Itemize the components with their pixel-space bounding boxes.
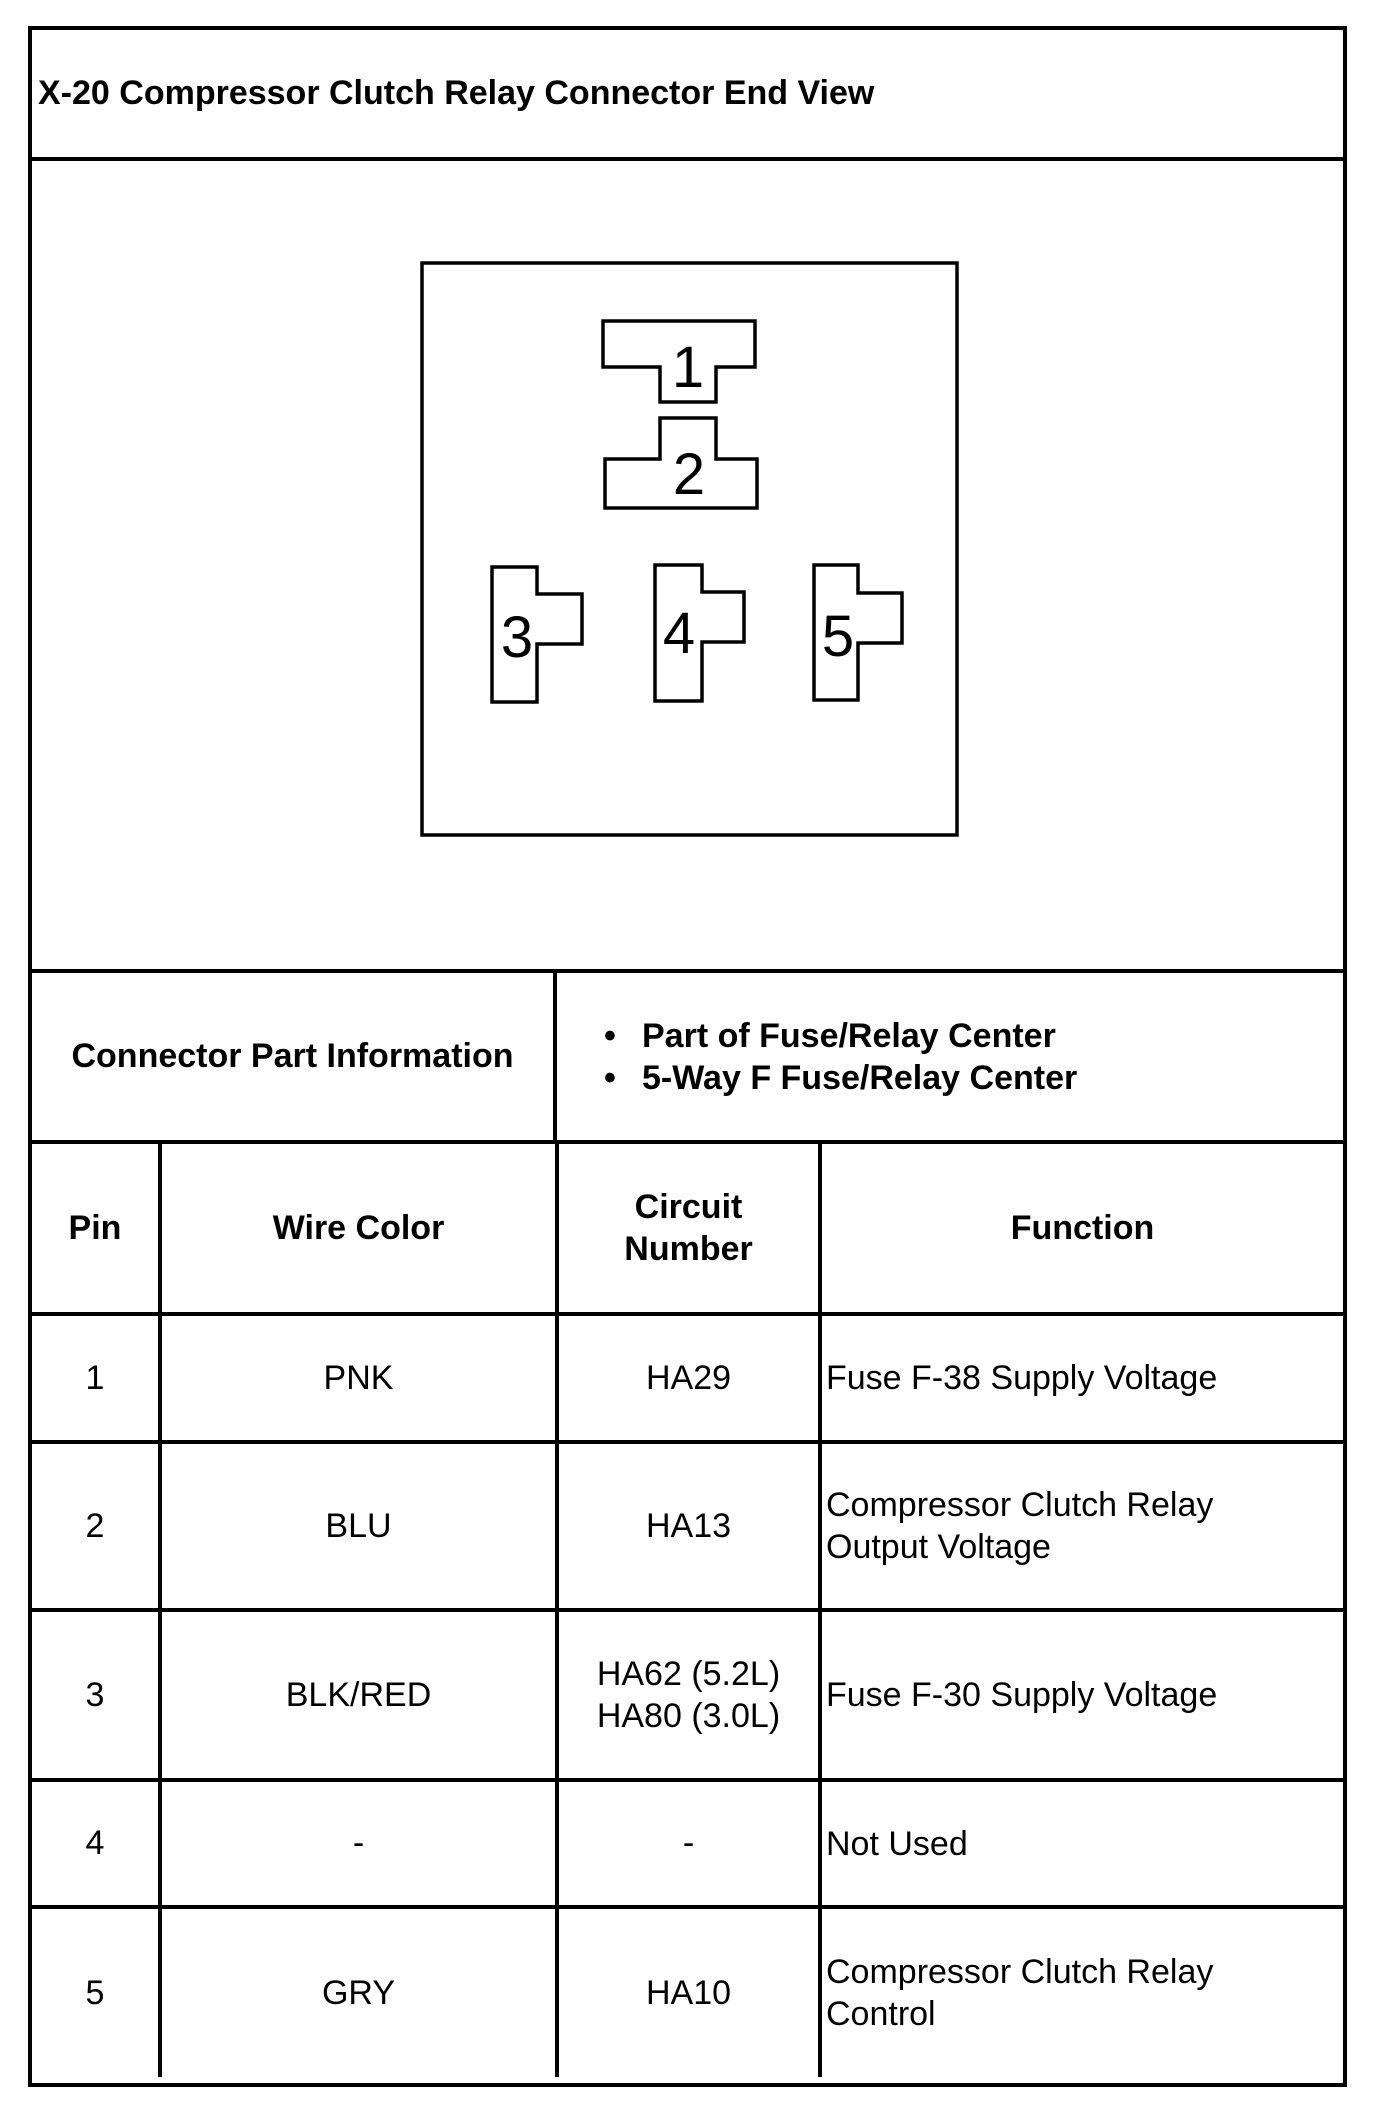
cell-function-line: Compressor Clutch Relay xyxy=(826,1953,1214,1991)
cell-function: Fuse F-30 Supply Voltage xyxy=(818,1608,1343,1782)
pin-4-label: 4 xyxy=(663,601,695,666)
connector-part-information-list: Part of Fuse/Relay Center 5-Way F Fuse/R… xyxy=(557,973,1343,1140)
pin-1-label: 1 xyxy=(672,335,704,400)
cell-function: Not Used xyxy=(818,1778,1343,1909)
cell-circuit: HA10 xyxy=(555,1905,822,2077)
cell-wire-color: PNK xyxy=(158,1312,559,1444)
connector-part-information-row: Connector Part Information Part of Fuse/… xyxy=(32,973,1343,1144)
header-pin: Pin xyxy=(32,1144,162,1316)
title-row: X-20 Compressor Clutch Relay Connector E… xyxy=(32,30,1343,161)
header-circuit-number: Circuit Number xyxy=(555,1144,822,1316)
cell-circuit: HA13 xyxy=(555,1440,822,1612)
connector-housing xyxy=(420,261,959,837)
connector-sheet: X-20 Compressor Clutch Relay Connector E… xyxy=(28,26,1347,2087)
cell-function-line: Control xyxy=(826,1995,936,2033)
cell-circuit: HA29 xyxy=(555,1312,822,1444)
table-row: 3 BLK/RED HA62 (5.2L) HA80 (3.0L) Fuse F… xyxy=(32,1608,1343,1782)
pin-table-header: Pin Wire Color Circuit Number Function xyxy=(32,1144,1343,1316)
cell-circuit: HA62 (5.2L) HA80 (3.0L) xyxy=(555,1608,822,1782)
pin-table: Pin Wire Color Circuit Number Function 1… xyxy=(32,1144,1343,2077)
header-circuit-line-2: Number xyxy=(624,1230,753,1268)
cell-wire-color: BLK/RED xyxy=(158,1608,559,1782)
header-circuit-line-1: Circuit xyxy=(634,1188,743,1226)
table-row: 5 GRY HA10 Compressor Clutch Relay Contr… xyxy=(32,1905,1343,2077)
pin-1-terminal xyxy=(601,319,757,404)
pin-2-label: 2 xyxy=(673,442,705,507)
cell-pin: 4 xyxy=(32,1778,162,1909)
cell-circuit-line: HA80 (3.0L) xyxy=(596,1697,781,1735)
cell-pin: 3 xyxy=(32,1608,162,1782)
cell-circuit: - xyxy=(555,1778,822,1909)
header-function: Function xyxy=(818,1144,1343,1316)
header-wire-color: Wire Color xyxy=(158,1144,559,1316)
part-info-item: 5-Way F Fuse/Relay Center xyxy=(604,1057,1343,1099)
cell-pin: 2 xyxy=(32,1440,162,1612)
page-title: X-20 Compressor Clutch Relay Connector E… xyxy=(38,74,875,112)
cell-function-line: Compressor Clutch Relay xyxy=(826,1486,1214,1524)
cell-function: Compressor Clutch Relay Control xyxy=(818,1905,1343,2077)
cell-function: Compressor Clutch Relay Output Voltage xyxy=(818,1440,1343,1612)
cell-wire-color: GRY xyxy=(158,1905,559,2077)
cell-function-line: Output Voltage xyxy=(826,1528,1051,1566)
cell-wire-color: - xyxy=(158,1778,559,1909)
cell-function: Fuse F-38 Supply Voltage xyxy=(818,1312,1343,1444)
cell-circuit-line: HA62 (5.2L) xyxy=(596,1655,781,1693)
part-info-item: Part of Fuse/Relay Center xyxy=(604,1015,1343,1057)
connector-part-information-label: Connector Part Information xyxy=(32,973,557,1140)
cell-pin: 1 xyxy=(32,1312,162,1444)
table-row: 1 PNK HA29 Fuse F-38 Supply Voltage xyxy=(32,1312,1343,1444)
pin-3-terminal xyxy=(490,565,584,704)
pin-3-label: 3 xyxy=(501,605,533,670)
pin-2-terminal xyxy=(603,416,759,510)
pin-5-terminal xyxy=(812,563,904,702)
table-row: 4 - - Not Used xyxy=(32,1778,1343,1909)
cell-pin: 5 xyxy=(32,1905,162,2077)
connector-diagram-area: 1 2 3 4 5 xyxy=(32,161,1343,973)
connector-end-view-diagram: 1 2 3 4 5 xyxy=(420,261,959,837)
table-row: 2 BLU HA13 Compressor Clutch Relay Outpu… xyxy=(32,1440,1343,1612)
pin-4-terminal xyxy=(653,563,746,703)
pin-5-label: 5 xyxy=(822,604,854,669)
cell-wire-color: BLU xyxy=(158,1440,559,1612)
